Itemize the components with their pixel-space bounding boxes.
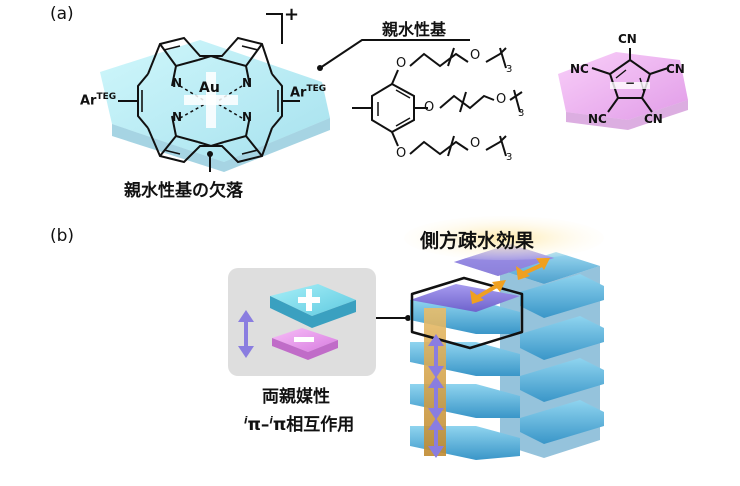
hydrophilic-pointer xyxy=(317,39,470,71)
lateral-hydrophobic-label: 側方疎水効果 xyxy=(420,230,535,252)
cation-plus-mark xyxy=(184,72,238,128)
oxygen-label-5: O xyxy=(396,146,407,161)
nitrogen-label-tl: N xyxy=(172,76,183,90)
aryl-right-label: ArTEG xyxy=(290,84,327,101)
nitrogen-label-bl: N xyxy=(172,110,183,124)
oxygen-label-6: O xyxy=(470,136,481,151)
nitrogen-label-tr: N xyxy=(242,76,253,90)
oxygen-label-4: O xyxy=(496,92,507,107)
anion-charge: − xyxy=(625,76,636,90)
cn-label-top: CN xyxy=(618,32,637,46)
nitrogen-label-br: N xyxy=(242,110,253,124)
lateral-label-glow xyxy=(404,216,604,260)
anion-minus-bar xyxy=(610,82,650,89)
nc-label-bl: NC xyxy=(588,112,607,126)
panel-b-label: (b) xyxy=(50,226,75,246)
columnar-stack xyxy=(410,244,604,460)
gold-atom-label: Au xyxy=(199,80,220,96)
missing-hydrophilic-label: 親水性基の欠落 xyxy=(124,181,243,201)
amphiphilic-inset xyxy=(228,268,411,376)
amphiphilic-label: 両親媒性 xyxy=(262,387,330,407)
repeat-label-2: 3 xyxy=(518,108,525,119)
oxygen-label-2: O xyxy=(470,48,481,63)
teg-aryl-structure xyxy=(352,47,523,157)
cation-charge: + xyxy=(284,4,300,25)
ipi-interaction-label: iπ–iπ相互作用 xyxy=(244,415,355,435)
hydrophilic-group-label: 親水性基 xyxy=(382,20,447,39)
cn-label-right: CN xyxy=(666,62,685,76)
repeat-label-1: 3 xyxy=(506,64,513,75)
nc-label-left: NC xyxy=(570,62,589,76)
porphyrin-skeleton xyxy=(118,36,300,164)
repeat-label-3: 3 xyxy=(506,152,513,163)
panel-a-label: (a) xyxy=(50,4,74,24)
aryl-left-label: ArTEG xyxy=(80,92,117,109)
cn-label-br: CN xyxy=(644,112,663,126)
missing-group-pointer xyxy=(207,151,213,172)
oxygen-label-3: O xyxy=(424,100,435,115)
oxygen-label-1: O xyxy=(396,56,407,71)
charge-bracket xyxy=(266,13,283,44)
